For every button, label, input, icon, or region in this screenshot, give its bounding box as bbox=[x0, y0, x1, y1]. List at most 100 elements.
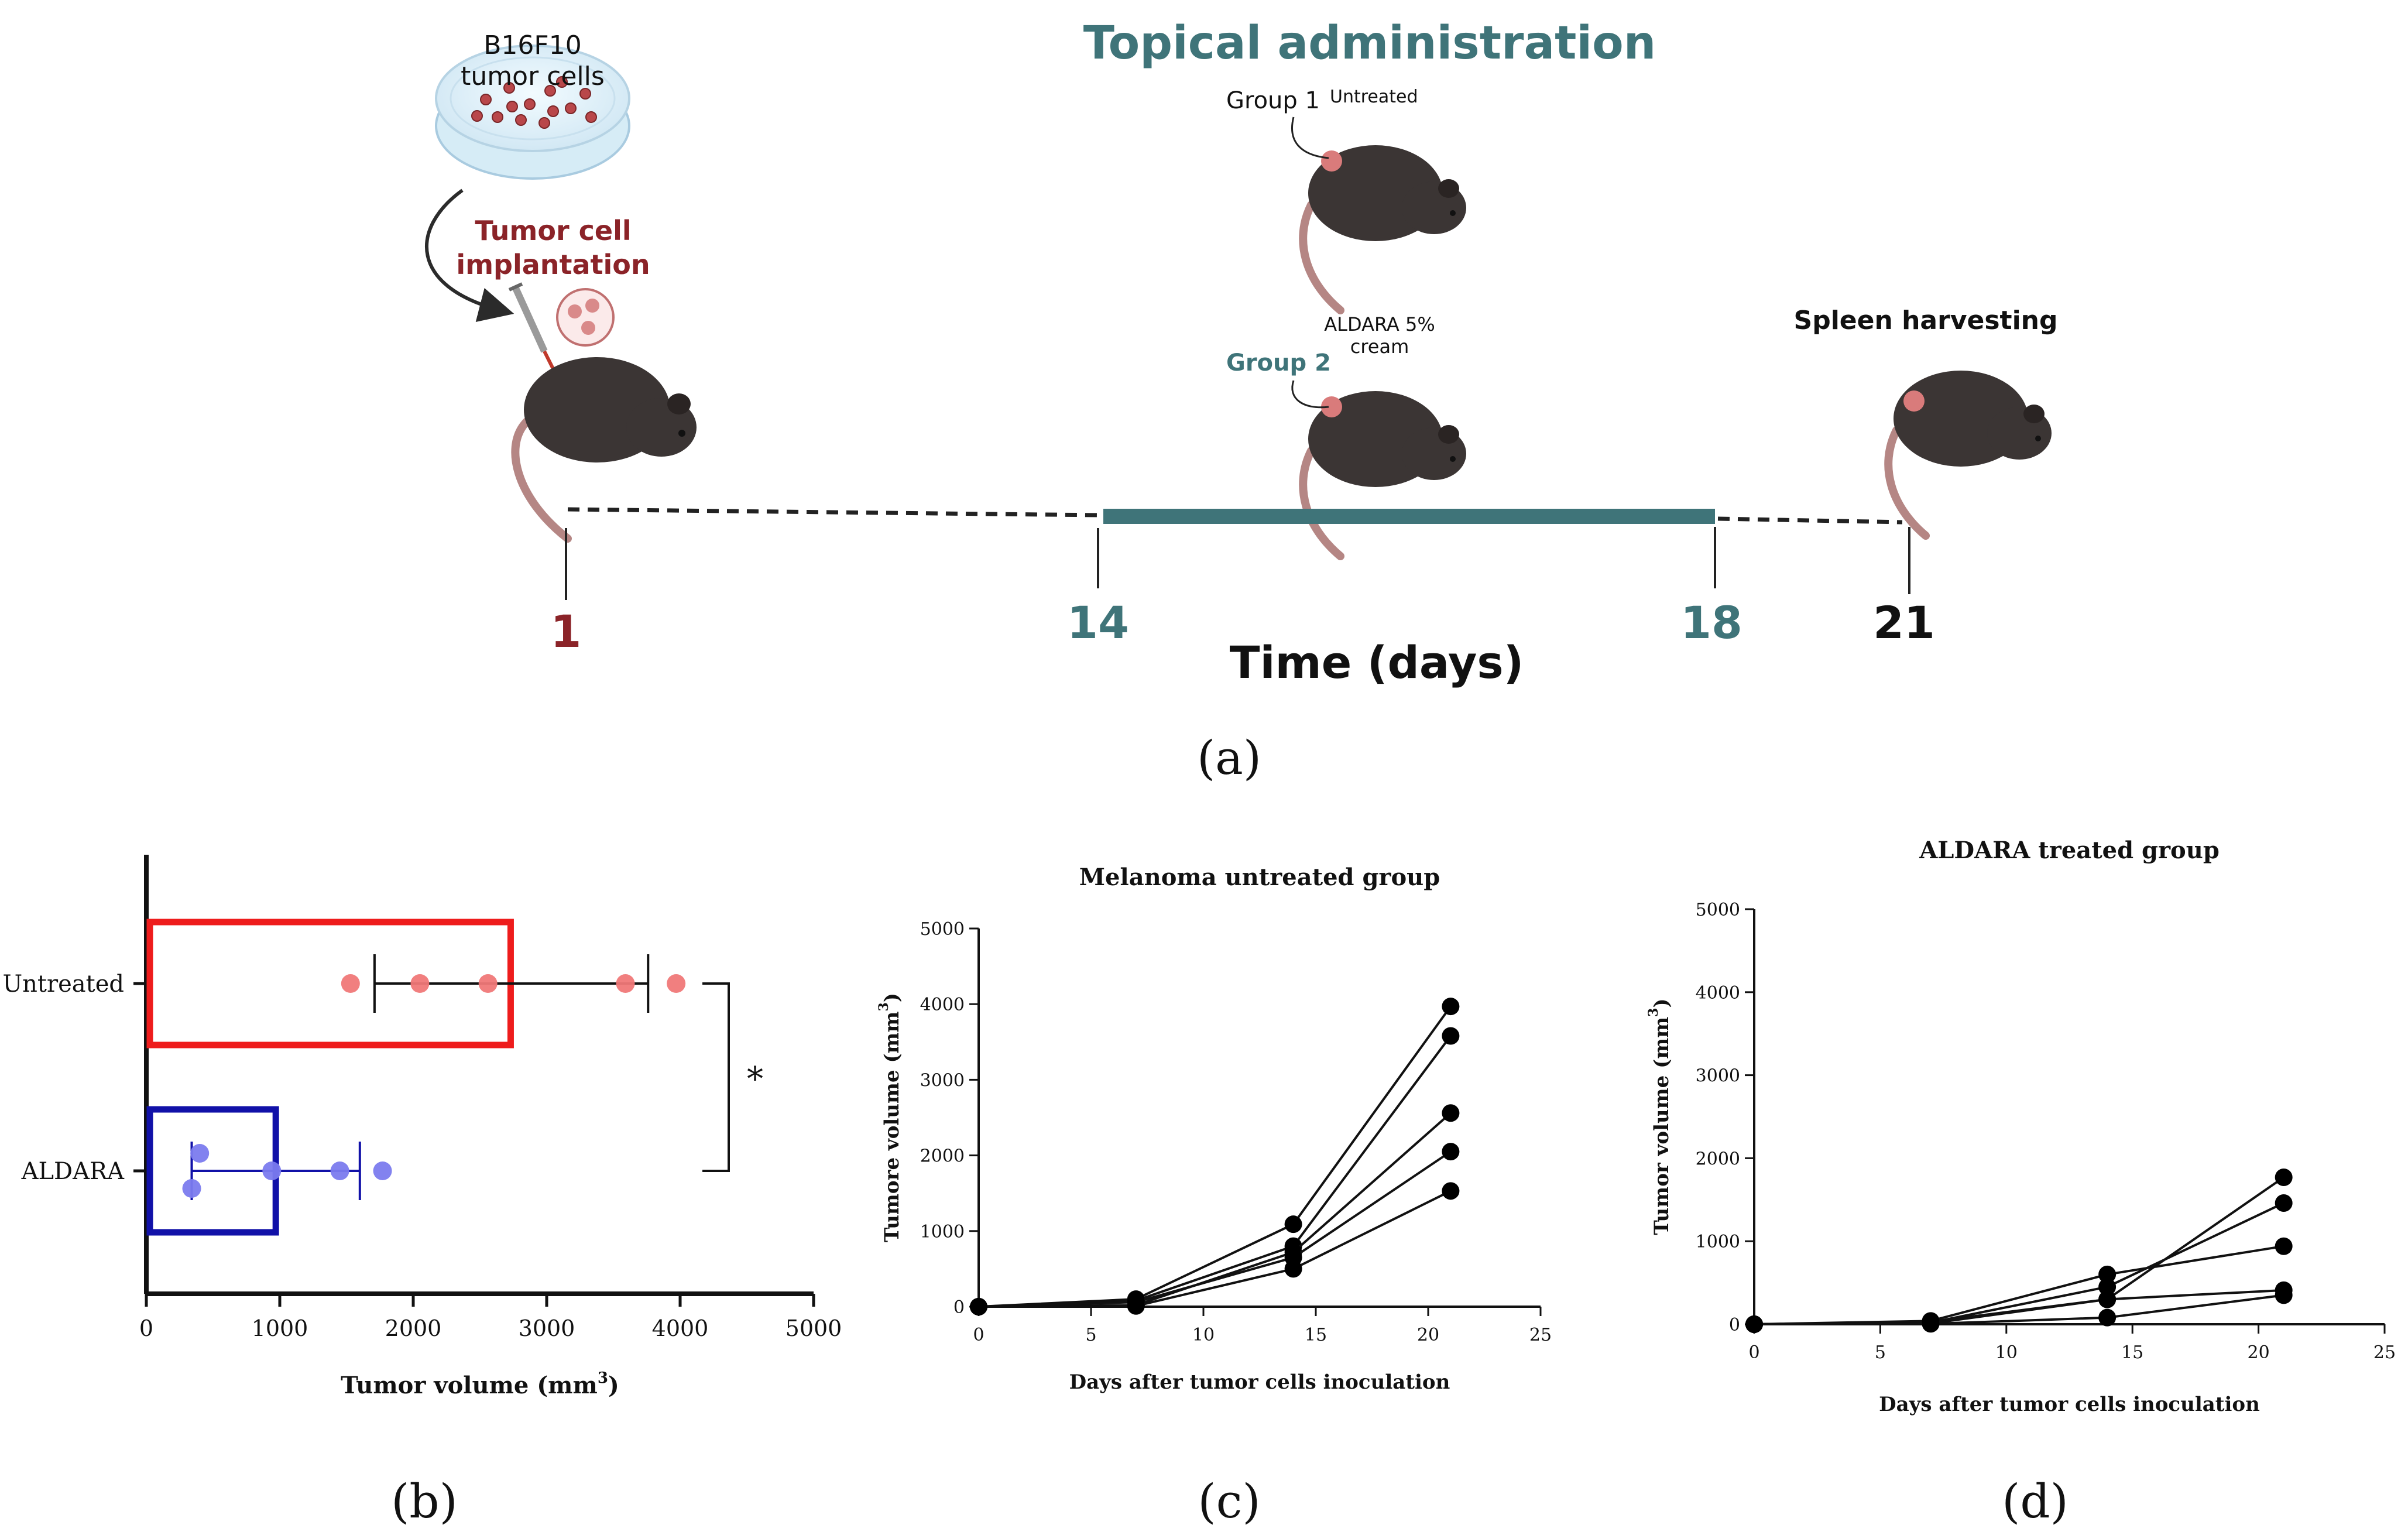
mouse-icon-group1 bbox=[1299, 145, 1466, 314]
panel-a-timeline-diagram: Topical administration B16F10 tumor cell… bbox=[425, 17, 2058, 785]
group1-label: Group 1 bbox=[1226, 87, 1320, 114]
panel-c-data-point bbox=[1442, 1143, 1460, 1161]
panel-c-x-tick-label: 20 bbox=[1417, 1325, 1439, 1345]
panel-d-series-line bbox=[1754, 1176, 2284, 1325]
panel-d-data-point bbox=[2098, 1278, 2117, 1296]
b-x-tick-label: 3000 bbox=[519, 1315, 575, 1341]
b-data-point bbox=[410, 974, 430, 993]
panel-d-data-point bbox=[2275, 1169, 2293, 1187]
panel-d-data-point bbox=[2275, 1194, 2293, 1212]
panel-d-data-point bbox=[2098, 1290, 2117, 1308]
cell-zoom-icon bbox=[556, 288, 615, 347]
mouse-icon-day21 bbox=[1884, 371, 2052, 540]
panel-c-data-point bbox=[970, 1298, 987, 1315]
panel-c-caption: (c) bbox=[1198, 1474, 1260, 1529]
panel-c-series-line bbox=[978, 1150, 1452, 1308]
timeline-dashed-left bbox=[567, 507, 1101, 518]
panel-c-y-tick-label: 0 bbox=[953, 1297, 965, 1318]
b-category-label: ALDARA bbox=[21, 1158, 125, 1185]
group2-treatment-line2: cream bbox=[1350, 335, 1409, 358]
panel-d-x-tick-label: 20 bbox=[2248, 1342, 2270, 1363]
panel-d-data-point bbox=[2098, 1265, 2117, 1283]
panel-c-series-line bbox=[978, 1190, 1452, 1308]
b-x-tick-label: 5000 bbox=[785, 1315, 842, 1341]
panel-c-x-tick-label: 10 bbox=[1192, 1325, 1215, 1345]
b-data-point bbox=[373, 1161, 392, 1180]
b-x-tick-label: 2000 bbox=[385, 1315, 442, 1341]
panel-d-caption: (d) bbox=[2002, 1474, 2069, 1529]
petri-dish-icon bbox=[435, 44, 630, 180]
panel-d-x-tick-label: 25 bbox=[2373, 1342, 2396, 1363]
mouse-icon-day1 bbox=[511, 357, 697, 543]
panel-c-x-tick-label: 15 bbox=[1305, 1325, 1327, 1345]
panel-c-y-tick-label: 4000 bbox=[920, 995, 965, 1015]
panel-d-data-point bbox=[2098, 1308, 2117, 1327]
b-category-label: Untreated bbox=[2, 971, 124, 998]
implant-label-line1: Tumor cell bbox=[475, 215, 631, 246]
b-data-point bbox=[478, 974, 498, 993]
panel-d-data-point bbox=[2275, 1237, 2293, 1255]
panel-c-x-tick-label: 0 bbox=[973, 1325, 984, 1345]
panel-c-y-tick-label: 5000 bbox=[920, 919, 965, 940]
b-data-point bbox=[667, 974, 686, 993]
b-significance-bracket bbox=[702, 982, 730, 1172]
group2-treatment-line1: ALDARA 5% bbox=[1324, 313, 1435, 335]
b-data-point bbox=[341, 974, 360, 993]
panel-d-y-tick-label: 1000 bbox=[1696, 1232, 1740, 1252]
panel-d-title: ALDARA treated group bbox=[1919, 837, 2220, 864]
panel-d-x-axis-label: Days after tumor cells inoculation bbox=[1879, 1393, 2260, 1416]
group1-treatment: Untreated bbox=[1330, 87, 1418, 107]
panel-d-y-axis-label: Tumor volume (mm3) bbox=[1646, 998, 1673, 1235]
panel-d-y-tick-label: 4000 bbox=[1696, 983, 1740, 1003]
panel-c-data-point bbox=[1284, 1260, 1302, 1278]
panel-d-data-point bbox=[1745, 1315, 1763, 1333]
panel-d-line-chart: ALDARA treated group01000200030004000500… bbox=[1646, 837, 2396, 1529]
b-x-tick-label: 0 bbox=[139, 1315, 153, 1341]
implant-label-line2: implantation bbox=[456, 249, 650, 280]
panel-d-y-tick-label: 5000 bbox=[1696, 900, 1740, 920]
panel-d-x-tick-label: 0 bbox=[1748, 1342, 1759, 1363]
day14-label: 14 bbox=[1067, 597, 1129, 649]
panel-d-series-line bbox=[1754, 1289, 2284, 1325]
caption-b: (b) bbox=[391, 1474, 458, 1529]
b-x-axis-label: Tumor volume (mm3) bbox=[341, 1369, 619, 1399]
panel-c-x-tick-label: 5 bbox=[1085, 1325, 1096, 1345]
caption-a: (a) bbox=[1197, 731, 1261, 785]
panel-c-x-tick-label: 25 bbox=[1529, 1325, 1552, 1345]
panel-d-y-tick-label: 0 bbox=[1729, 1315, 1740, 1335]
panel-c-series-line bbox=[978, 1005, 1452, 1308]
b-data-point bbox=[190, 1144, 210, 1163]
panel-c-data-point bbox=[1442, 1182, 1460, 1200]
panel-d-data-point bbox=[2275, 1286, 2293, 1304]
panel-c-series-line bbox=[978, 1035, 1452, 1308]
day1-label: 1 bbox=[551, 605, 582, 657]
syringe-icon bbox=[508, 282, 555, 370]
panel-d-series-line bbox=[1754, 1294, 2284, 1325]
b-data-point bbox=[330, 1161, 349, 1180]
group2-label: Group 2 bbox=[1226, 350, 1331, 376]
panel-d-x-tick-label: 5 bbox=[1875, 1342, 1886, 1363]
panel-d-x-tick-label: 10 bbox=[1995, 1342, 2018, 1363]
panel-a-title: Topical administration bbox=[1083, 17, 1656, 70]
panel-c-y-tick-label: 2000 bbox=[920, 1146, 965, 1167]
day21-label: 21 bbox=[1873, 597, 1935, 649]
harvest-label: Spleen harvesting bbox=[1794, 306, 2058, 335]
implant-arrow bbox=[425, 189, 514, 323]
panel-c-line-chart: Melanoma untreated group0100020003000400… bbox=[876, 864, 1552, 1529]
cells-label-line2: tumor cells bbox=[461, 61, 605, 91]
panel-c-data-point bbox=[1127, 1297, 1145, 1315]
panel-d-data-point bbox=[1922, 1315, 1940, 1333]
timeline-dashed-right bbox=[1717, 516, 1903, 525]
b-x-tick-label: 1000 bbox=[252, 1315, 308, 1341]
mouse-icon-group2 bbox=[1299, 391, 1466, 560]
b-significance-mark: * bbox=[747, 1060, 763, 1098]
b-data-point bbox=[262, 1161, 282, 1180]
panel-d-y-tick-label: 3000 bbox=[1696, 1066, 1740, 1087]
panel-d-series-line bbox=[1754, 1245, 2284, 1325]
panel-c-data-point bbox=[1442, 1104, 1460, 1122]
panel-c-title: Melanoma untreated group bbox=[1079, 864, 1440, 891]
b-data-point bbox=[182, 1179, 201, 1198]
panel-c-data-point bbox=[1442, 998, 1460, 1016]
group1-pointer bbox=[1291, 117, 1329, 159]
